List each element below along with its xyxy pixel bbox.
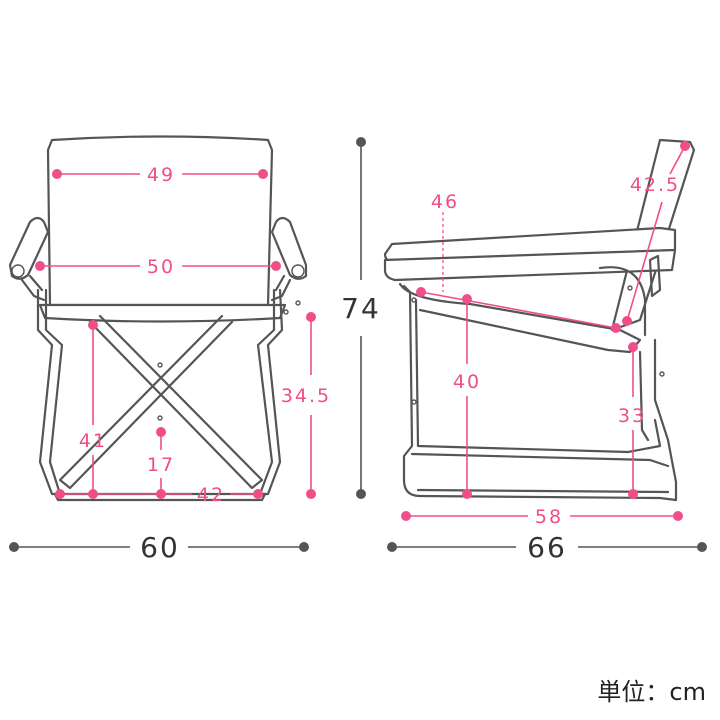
dim-back-length: 42.5	[630, 174, 680, 196]
dim-seat-depth: 46	[431, 191, 459, 213]
dim-leg-height: 41	[79, 430, 107, 452]
overall-height-dimension: 74	[341, 137, 381, 499]
dim-overall-width: 60	[140, 531, 180, 564]
dim-foot-height: 17	[147, 454, 175, 476]
dim-arm-height: 34.5	[281, 385, 331, 407]
dim-base-depth: 58	[535, 506, 563, 528]
front-backrest	[46, 135, 274, 307]
side-dimensions: 46 42.5 40 33 58 66	[387, 141, 707, 564]
front-left-armrest	[8, 216, 50, 302]
dim-overall-depth: 66	[527, 531, 567, 564]
dim-back-width: 49	[147, 164, 175, 186]
dim-seat-height: 40	[453, 371, 481, 393]
dim-overall-height: 74	[341, 292, 381, 325]
dim-arm-width: 50	[147, 256, 175, 278]
front-view-chair	[8, 135, 308, 502]
dim-arm-seat-height: 33	[618, 405, 646, 427]
front-seat	[38, 303, 287, 323]
dim-foot-width: 42	[197, 484, 225, 506]
front-dimensions: 49 50 34.5 41 17 42	[9, 164, 331, 564]
front-right-armrest	[270, 216, 308, 302]
unit-label: 単位：cm	[597, 678, 706, 706]
side-frame	[402, 284, 678, 502]
